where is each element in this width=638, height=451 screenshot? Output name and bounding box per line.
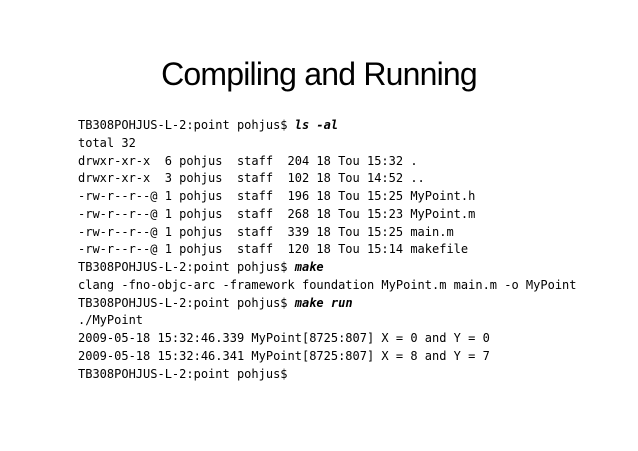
terminal-line: TB308POHJUS-L-2:point pohjus$ make run bbox=[78, 295, 618, 313]
output-text: TB308POHJUS-L-2:point pohjus$ bbox=[78, 260, 295, 274]
terminal-line: -rw-r--r--@ 1 pohjus staff 339 18 Tou 15… bbox=[78, 224, 618, 242]
output-text: ./MyPoint bbox=[78, 313, 144, 328]
output-text: -rw-r--r--@ 1 pohjus staff 339 18 Tou 15… bbox=[78, 224, 454, 239]
terminal-line: -rw-r--r--@ 1 pohjus staff 120 18 Tou 15… bbox=[78, 241, 618, 259]
command-text: make bbox=[294, 260, 324, 274]
output-text: drwxr-xr-x 6 pohjus staff 204 18 Tou 15:… bbox=[78, 153, 418, 168]
output-text: -rw-r--r--@ 1 pohjus staff 196 18 Tou 15… bbox=[78, 189, 476, 203]
output-text: 2009-05-18 15:32:46.339 MyPoint[8725:807… bbox=[78, 331, 490, 345]
terminal-line: 2009-05-18 15:32:46.341 MyPoint[8725:807… bbox=[78, 348, 618, 366]
terminal-line: drwxr-xr-x 3 pohjus staff 102 18 Tou 14:… bbox=[78, 170, 618, 188]
command-text: ls -al bbox=[294, 118, 339, 132]
terminal-line: drwxr-xr-x 6 pohjus staff 204 18 Tou 15:… bbox=[78, 153, 618, 171]
command-text: make run bbox=[294, 295, 353, 310]
output-text: drwxr-xr-x 3 pohjus staff 102 18 Tou 14:… bbox=[78, 171, 425, 186]
output-text: TB308POHJUS-L-2:point pohjus$ bbox=[78, 366, 288, 381]
terminal-line: clang -fno-objc-arc -framework foundatio… bbox=[78, 277, 618, 295]
terminal-line: TB308POHJUS-L-2:point pohjus$ ls -al bbox=[78, 117, 618, 135]
output-text: clang -fno-objc-arc -framework foundatio… bbox=[78, 277, 577, 292]
terminal-line: -rw-r--r--@ 1 pohjus staff 268 18 Tou 15… bbox=[78, 206, 618, 224]
output-text: total 32 bbox=[78, 135, 136, 150]
output-text: 2009-05-18 15:32:46.341 MyPoint[8725:807… bbox=[78, 348, 490, 363]
output-text: -rw-r--r--@ 1 pohjus staff 268 18 Tou 15… bbox=[78, 206, 476, 221]
terminal-line: 2009-05-18 15:32:46.339 MyPoint[8725:807… bbox=[78, 330, 618, 348]
terminal-line: TB308POHJUS-L-2:point pohjus$ bbox=[78, 366, 618, 384]
terminal-line: ./MyPoint bbox=[78, 312, 618, 330]
terminal-line: -rw-r--r--@ 1 pohjus staff 196 18 Tou 15… bbox=[78, 188, 618, 206]
slide-title: Compiling and Running bbox=[161, 56, 478, 92]
output-text: TB308POHJUS-L-2:point pohjus$ bbox=[78, 295, 295, 310]
terminal-line: TB308POHJUS-L-2:point pohjus$ make bbox=[78, 259, 618, 277]
output-text: -rw-r--r--@ 1 pohjus staff 120 18 Tou 15… bbox=[78, 242, 469, 257]
terminal-line: total 32 bbox=[78, 135, 618, 153]
output-text: TB308POHJUS-L-2:point pohjus$ bbox=[78, 118, 295, 132]
